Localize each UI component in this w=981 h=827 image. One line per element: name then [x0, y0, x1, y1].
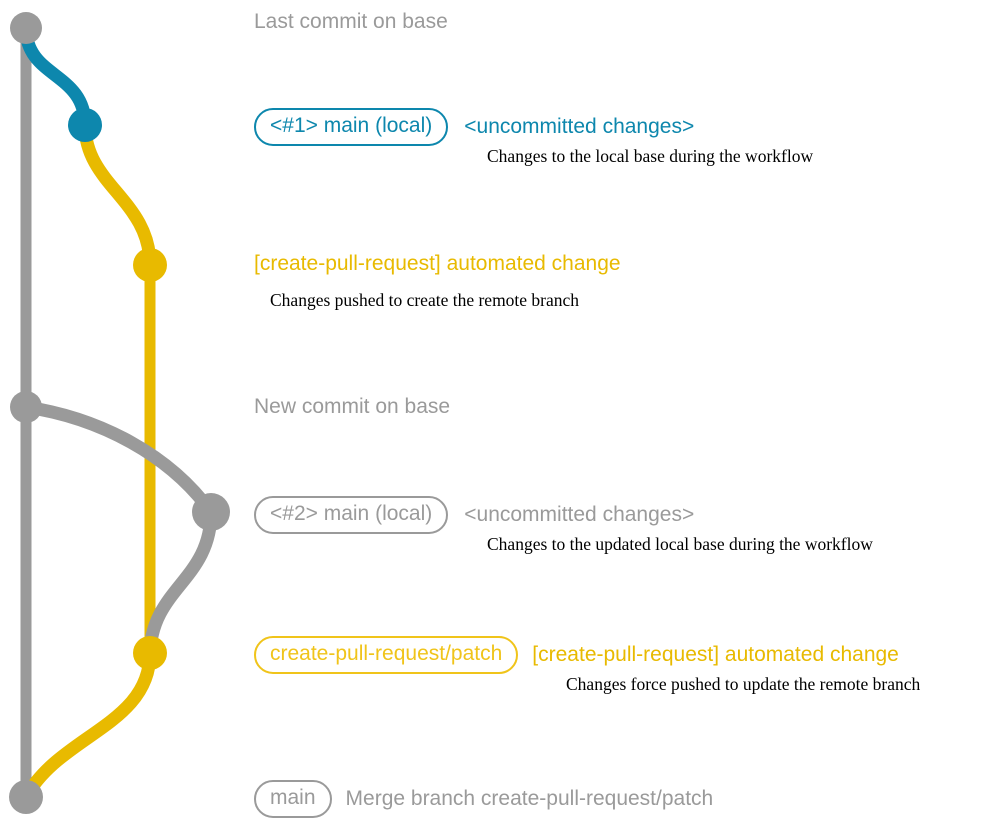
commit-message-merge-branch: Merge branch create-pull-request/patch: [345, 787, 714, 810]
commit-node-merge-main[interactable]: [9, 780, 43, 814]
graph-row-last-commit-on-base: Last commit on base: [254, 10, 448, 33]
commit-node-new-commit-on-base[interactable]: [10, 391, 42, 423]
commit-node-automated-change-2[interactable]: [133, 636, 167, 670]
graph-row-merge-main: main Merge branch create-pull-request/pa…: [254, 780, 714, 819]
branch-pill-main-local-2[interactable]: <#2> main (local): [254, 496, 449, 535]
graph-row-automated-change-1: [create-pull-request] automated change: [254, 252, 621, 275]
edge-local-2-to-patch-2: [143, 505, 218, 660]
branch-pill-main[interactable]: main: [254, 780, 332, 819]
commit-message-new-commit-on-base: New commit on base: [254, 395, 451, 418]
commit-node-main-local-2[interactable]: [192, 493, 230, 531]
commit-message-uncommitted-changes-1: <uncommitted changes>: [464, 115, 695, 138]
graph-row-main-local-1: <#1> main (local) <uncommitted changes>: [254, 108, 695, 147]
commit-node-automated-change-1[interactable]: [133, 248, 167, 282]
edge-base-to-local-1: [19, 21, 92, 132]
commit-message-last-commit-on-base: Last commit on base: [254, 10, 448, 33]
graph-row-main-local-2: <#2> main (local) <uncommitted changes>: [254, 496, 695, 535]
commit-message-uncommitted-changes-2: <uncommitted changes>: [464, 503, 695, 526]
commit-node-last-commit-on-base[interactable]: [10, 12, 42, 44]
edge-base-to-local-2: [19, 400, 218, 519]
graph-row-new-commit-on-base: New commit on base: [254, 395, 451, 418]
commit-message-automated-change-2: [create-pull-request] automated change: [532, 643, 899, 666]
commit-description-1: Changes to the local base during the wor…: [487, 146, 814, 166]
commit-message-automated-change-1: [create-pull-request] automated change: [254, 252, 621, 275]
branch-pill-main-local-1[interactable]: <#1> main (local): [254, 108, 449, 147]
commit-description-4: Changes force pushed to update the remot…: [566, 674, 921, 694]
branch-pill-create-pull-request-patch[interactable]: create-pull-request/patch: [254, 636, 519, 675]
edge-local-1-to-patch-1: [78, 118, 157, 272]
commit-node-main-local-1[interactable]: [68, 108, 102, 142]
edge-patch-to-base-merge: [19, 646, 157, 804]
commit-description-2: Changes pushed to create the remote bran…: [270, 290, 580, 310]
commit-description-3: Changes to the updated local base during…: [487, 534, 873, 554]
graph-row-automated-change-2: create-pull-request/patch [create-pull-r…: [254, 636, 899, 675]
